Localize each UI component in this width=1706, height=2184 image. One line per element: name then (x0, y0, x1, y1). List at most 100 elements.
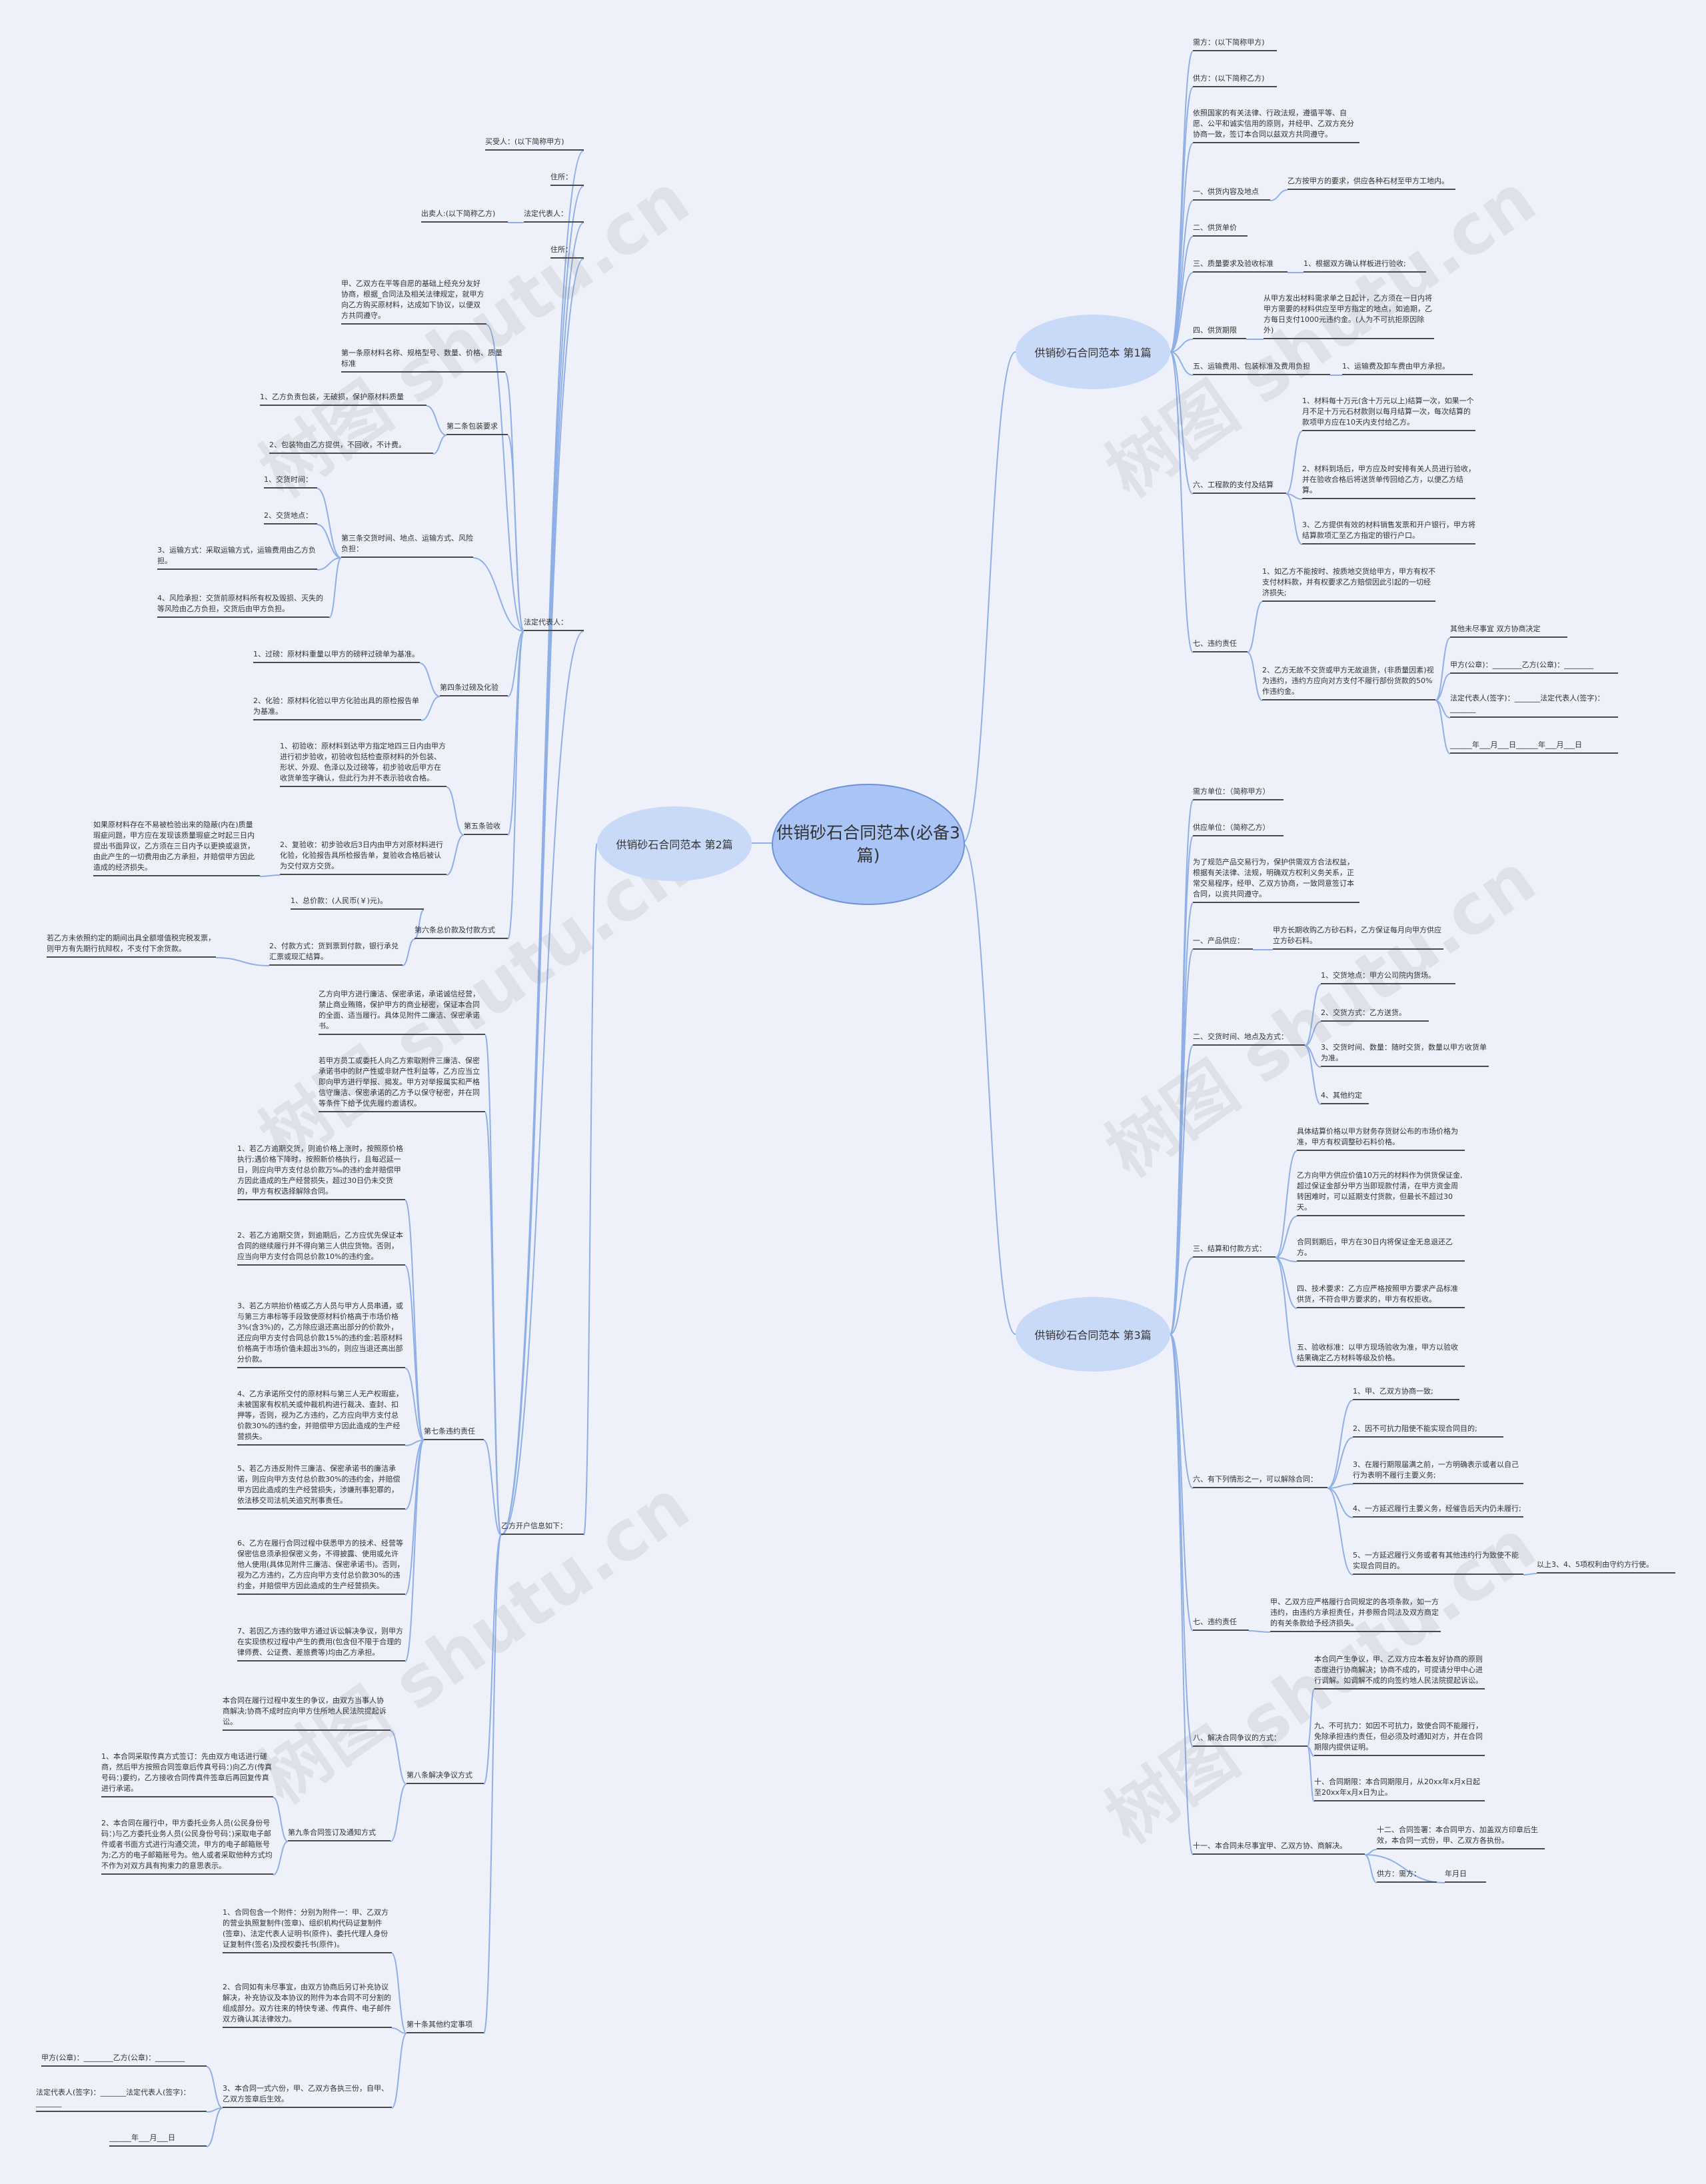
node-b1-k3[interactable]: 法定代表人(签字)：_______法定代表人(签字)：_______ (1450, 693, 1618, 718)
node-b2-s5a[interactable]: 1、初验收：原材料到达甲方指定地四三日内由甲方进行初步验收，初验收包括检查原材料… (280, 741, 446, 787)
node-b2-s1[interactable]: 第一条原材料名称、规格型号、数量、价格、质量标准 (341, 348, 505, 373)
node-b3-i2[interactable]: 九、不可抗力：如因不可抗力，致使合同不能履行，免除承担违约责任，但必须及时通知对… (1314, 1721, 1485, 1756)
node-b2-s3c[interactable]: 3、运输方式：采取运输方式，运输费用由乙方负担。 (157, 545, 317, 570)
node-b3-g5[interactable]: 5、一方延迟履行义务或者有其他违约行为致使不能实现合同目的。 (1353, 1550, 1523, 1575)
node-b3-f5[interactable]: 五、验收标准：以甲方现场验收为准，甲方以验收结果确定乙方材料等级及价格。 (1297, 1342, 1465, 1367)
branch-node-b2[interactable]: 供销砂石合同范本 第2篇 (597, 806, 752, 881)
branch-node-b1[interactable]: 供销砂石合同范本 第1篇 (1016, 315, 1170, 389)
node-b1-k2[interactable]: 甲方(公章)：________乙方(公章)：________ (1450, 660, 1618, 674)
node-b3-g2[interactable]: 2、因不可抗力阻使不能实现合同目的; (1353, 1424, 1503, 1438)
node-b2-s7f[interactable]: 6、乙方在履行合同过程中获悉甲方的技术、经营等保密信息须承担保密义务，不得披露、… (237, 1538, 405, 1595)
node-b1-k1[interactable]: 其他未尽事宜 双方协商决定 (1450, 624, 1567, 638)
node-b2-s10c[interactable]: 3、本合同一式六份，甲、乙双方各执三份，自甲、乙双方签章后生效。 (223, 2083, 392, 2108)
node-b3-e2[interactable]: 2、交货方式：乙方送货。 (1321, 1008, 1429, 1022)
node-b3-e[interactable]: 二、交货时间、地点及方式： (1193, 1032, 1305, 1046)
node-b2-s10b[interactable]: 2、合同如有未尽事宜，由双方协商后另订补充协议解决，补充协议及本协议的附件为本合… (223, 1982, 392, 2028)
node-b3-f1[interactable]: 具体结算价格以甲方财务存货财公布的市场价格为准，甲方有权调整砂石料价格。 (1297, 1126, 1465, 1151)
node-b1-j1[interactable]: 1、如乙方不能按时、按质地交货给甲方，甲方有权不支付材料款，并有权要求乙方赔偿因… (1262, 566, 1435, 602)
node-b2-s6c[interactable]: 若乙方未依照约定的期间出具全额增值税完税发票，则甲方有先期行抗辩权，不支付下余货… (47, 933, 216, 958)
node-b3-i[interactable]: 八、解决合同争议的方式： (1193, 1733, 1307, 1747)
node-b3-f3[interactable]: 合同到期后，甲方在30日内将保证金无息退还乙方。 (1297, 1237, 1465, 1262)
node-b3-g4[interactable]: 4、一方延迟履行主要义务，经催告后天内仍未履行; (1353, 1504, 1523, 1518)
node-b1-e[interactable]: 二、供货单价 (1193, 223, 1248, 237)
node-b2-s7e[interactable]: 5、若乙方违反附件三廉洁、保密承诺书的廉洁承诺，则应向甲方支付总价款30%的违约… (237, 1464, 405, 1510)
node-b2-s7b[interactable]: 2、若乙方逾期交货，到逾期后，乙方应优先保证本合同的继续履行并不得向第三人供应货… (237, 1230, 405, 1266)
node-b2-rep2[interactable]: 法定代表人： (524, 617, 584, 631)
node-b1-j2[interactable]: 2、乙方无故不交货或甲方无故退货，(非质量因素)视为违约，违约方应向对方支付不履… (1262, 665, 1435, 700)
node-b1-i3[interactable]: 3、乙方提供有效的材料销售发票和开户银行，甲方将结算款项汇至乙方指定的银行户口。 (1302, 520, 1475, 545)
node-b2-s3b[interactable]: 2、交货地点： (264, 511, 317, 525)
node-b3-d1[interactable]: 甲方长期收购乙方砂石料，乙方保证每月向甲方供应立方砂石料。 (1273, 925, 1443, 950)
node-b2-s2[interactable]: 第二条包装要求 (446, 421, 508, 435)
node-b2-s10a[interactable]: 1、合同包含一个附件：分别为附件一：甲、乙双方的营业执照复制件(签章)、组织机构… (223, 1907, 392, 1953)
node-b3-j1[interactable]: 十二、合同签署：本合同甲方、加盖双方印章后生效，本合同一式份，甲、乙双方各执份。 (1377, 1825, 1545, 1849)
node-b1-g[interactable]: 四、供货期限 (1193, 325, 1246, 339)
node-b1-d1[interactable]: 乙方按甲方的要求，供应各种石材至甲方工地内。 (1287, 176, 1455, 190)
node-b3-h[interactable]: 七、违约责任 (1193, 1617, 1249, 1631)
node-b2-s5c[interactable]: 如果原材料存在不易被检验出来的隐蔽(内在)质量瑕疵问题，甲方应在发现该质量瑕疵之… (93, 820, 260, 876)
node-b3-f[interactable]: 三、结算和付款方式： (1193, 1244, 1276, 1258)
node-b2-s6[interactable]: 第六条总价款及付款方式 (415, 925, 508, 939)
node-b1-i1[interactable]: 1、材料每十万元(含十万元以上)结算一次，如果一个月不足十万元石材款则以每月结算… (1302, 396, 1475, 431)
node-b2-s2a[interactable]: 1、乙方负责包装，无破损，保护原材料质量 (260, 392, 426, 406)
node-b2-buyer[interactable]: 买受人：(以下简称甲方) (485, 137, 584, 151)
node-b1-j[interactable]: 七、违约责任 (1193, 638, 1248, 652)
node-b2-addr2[interactable]: 住所： (550, 245, 584, 259)
node-b1-b[interactable]: 供方：(以下简称乙方) (1193, 73, 1277, 87)
node-b3-f2[interactable]: 乙方向甲方供应价值10万元的材料作为供货保证金,超过保证金部分甲方当即现款付清，… (1297, 1170, 1465, 1216)
node-b2-s9[interactable]: 第九条合同签订及通知方式 (288, 1827, 391, 1841)
node-b2-sig2[interactable]: 法定代表人(签字)：_______法定代表人(签字)：_______ (36, 2087, 207, 2112)
node-b2-s5[interactable]: 第五条验收 (464, 821, 508, 835)
node-b3-j[interactable]: 十一、本合同未尽事宜甲、乙双方协、商解决。 (1193, 1841, 1365, 1855)
node-b1-i[interactable]: 六、工程款的支付及结算 (1193, 480, 1286, 494)
node-b3-j3[interactable]: 年月日 (1445, 1869, 1486, 1883)
node-b1-d[interactable]: 一、供货内容及地点 (1193, 187, 1270, 201)
node-b1-f1[interactable]: 1、根据双方确认样板进行验收; (1303, 259, 1426, 273)
node-b2-s9a[interactable]: 1、本合同采取传真方式签订：先由双方电话进行磋商，然后甲方按照合同签章后传真号码… (101, 1751, 273, 1797)
node-b2-s9b[interactable]: 2、本合同在履行中，甲方委托业务人员(公民身份号码：)与乙方委托业务人员(公民身… (101, 1818, 273, 1875)
node-b3-g6[interactable]: 以上3、4、5项权利由守约方行使。 (1537, 1560, 1675, 1574)
branch-node-b3[interactable]: 供销砂石合同范本 第3篇 (1016, 1297, 1170, 1372)
node-b2-s3a[interactable]: 1、交货时间： (264, 475, 317, 489)
root-node[interactable]: 供销砂石合同范本(必备3篇) (772, 784, 965, 905)
node-b1-a[interactable]: 需方：(以下简称甲方) (1193, 37, 1277, 51)
node-b3-h1[interactable]: 甲、乙双方应严格履行合同规定的各项条款，如一方违约，由违约方承担责任，并参照合同… (1270, 1597, 1441, 1632)
node-b1-h1[interactable]: 1、运输费及卸车费由甲方承担。 (1342, 361, 1473, 375)
node-b2-s6b[interactable]: 2、付款方式：货到票到付款，银行承兑汇票或现汇结算。 (269, 941, 403, 966)
node-b2-s4a[interactable]: 1、过磅：原材料重量以甲方的磅秤过磅单为基准。 (253, 649, 420, 663)
node-b3-i3[interactable]: 十、合同期限：本合同期限月，从20xx年x月x日起至20xx年x月x日为止。 (1314, 1777, 1485, 1801)
node-b3-f4[interactable]: 四、技术要求：乙方应严格按照甲方要求产品标准供货，不符合甲方要求的，甲方有权拒收… (1297, 1284, 1465, 1308)
node-b3-g3[interactable]: 3、在履行期限届满之前，一方明确表示或者以自己行为表明不履行主要义务; (1353, 1460, 1523, 1484)
node-b1-h[interactable]: 五、运输费用、包装标准及费用负担 (1193, 361, 1330, 375)
node-b2-sig1[interactable]: 甲方(公章)：________乙方(公章)：________ (41, 2053, 207, 2067)
node-b2-s7g[interactable]: 7、若因乙方违约致甲方通过诉讼解决争议，则甲方在实现债权过程中产生的费用(包含但… (237, 1626, 405, 1661)
node-b3-j2[interactable]: 供方：需方： (1377, 1869, 1437, 1883)
node-b2-s7[interactable]: 第七条违约责任 (424, 1426, 484, 1440)
node-b3-c[interactable]: 为了规范产品交易行为，保护供需双方合法权益，根据有关法律、法规，明确双方权利义务… (1193, 857, 1359, 903)
node-b2-s2b[interactable]: 2、包装物由乙方提供，不回收，不计费。 (269, 440, 433, 454)
node-b3-e1[interactable]: 1、交货地点：甲方公司院内货场。 (1321, 970, 1455, 984)
node-b3-d[interactable]: 一、产品供应： (1193, 936, 1253, 950)
node-b3-a[interactable]: 需方单位：（简称甲方） (1193, 786, 1283, 800)
node-b2-s4[interactable]: 第四条过磅及化验 (440, 682, 508, 696)
node-b3-g1[interactable]: 1、甲、乙双方协商一致; (1353, 1386, 1459, 1400)
node-b2-s8a[interactable]: 本合同在履行过程中发生的争议，由双方当事人协商解决;协商不成时应向甲方住所地人民… (223, 1695, 391, 1731)
node-b2-s3[interactable]: 第三条交货时间、地点、运输方式、风险负担： (341, 533, 473, 558)
node-b2-rep1[interactable]: 法定代表人： (524, 209, 584, 223)
node-b2-s3d[interactable]: 4、风险承担：交货前原材料所有权及毁损、灭失的等风险由乙方负担，交货后由甲方负担… (157, 593, 329, 618)
node-b2-s7c[interactable]: 3、若乙方哄抬价格或乙方人员与甲方人员串通，或与第三方串标等手段致使原材料价格高… (237, 1301, 405, 1368)
node-b2-s7top2[interactable]: 若甲方员工或委托人向乙方索取附件三廉洁、保密承诺书中的财产性或非财产性利益等，乙… (319, 1056, 485, 1112)
node-b2-addr1[interactable]: 住所： (550, 172, 584, 186)
node-b3-e3[interactable]: 3、交货时间、数量：随时交货，数量以甲方收货单为准。 (1321, 1042, 1489, 1067)
node-b1-f[interactable]: 三、质量要求及验收标准 (1193, 259, 1287, 273)
node-b3-b[interactable]: 供应单位：（简称乙方） (1193, 822, 1283, 836)
node-b1-k4[interactable]: ______年___月___日______年___月___日 (1450, 740, 1618, 754)
node-b1-i2[interactable]: 2、材料到场后，甲方应及时安排有关人员进行验收，并在验收合格后将送货单传回给乙方… (1302, 464, 1475, 499)
node-b2-intro[interactable]: 甲、乙双方在平等自愿的基础上经充分友好协商，根据_合同法及相关法律规定，就甲方向… (341, 279, 486, 325)
node-b2-seller[interactable]: 出卖人:(以下简称乙方) (421, 209, 508, 223)
node-b1-g1[interactable]: 从甲方发出材料需求单之日起计，乙方须在一日内将甲方需要的材料供应至甲方指定的地点… (1264, 293, 1434, 339)
node-b2-s4b[interactable]: 2、化验：原材料化验以甲方化验出具的原检报告单为基准。 (253, 696, 421, 720)
node-b2-sig3[interactable]: ______年___月___日 (109, 2133, 207, 2147)
node-b2-s7d[interactable]: 4、乙方承诺所交付的原材料与第三人无产权瑕疵，未被国家有权机关或仲裁机构进行裁决… (237, 1389, 405, 1446)
node-b2-s7top[interactable]: 乙方向甲方进行廉洁、保密承诺，承诺诚信经营，禁止商业贿赂，保护甲方的商业秘密，保… (319, 989, 485, 1035)
